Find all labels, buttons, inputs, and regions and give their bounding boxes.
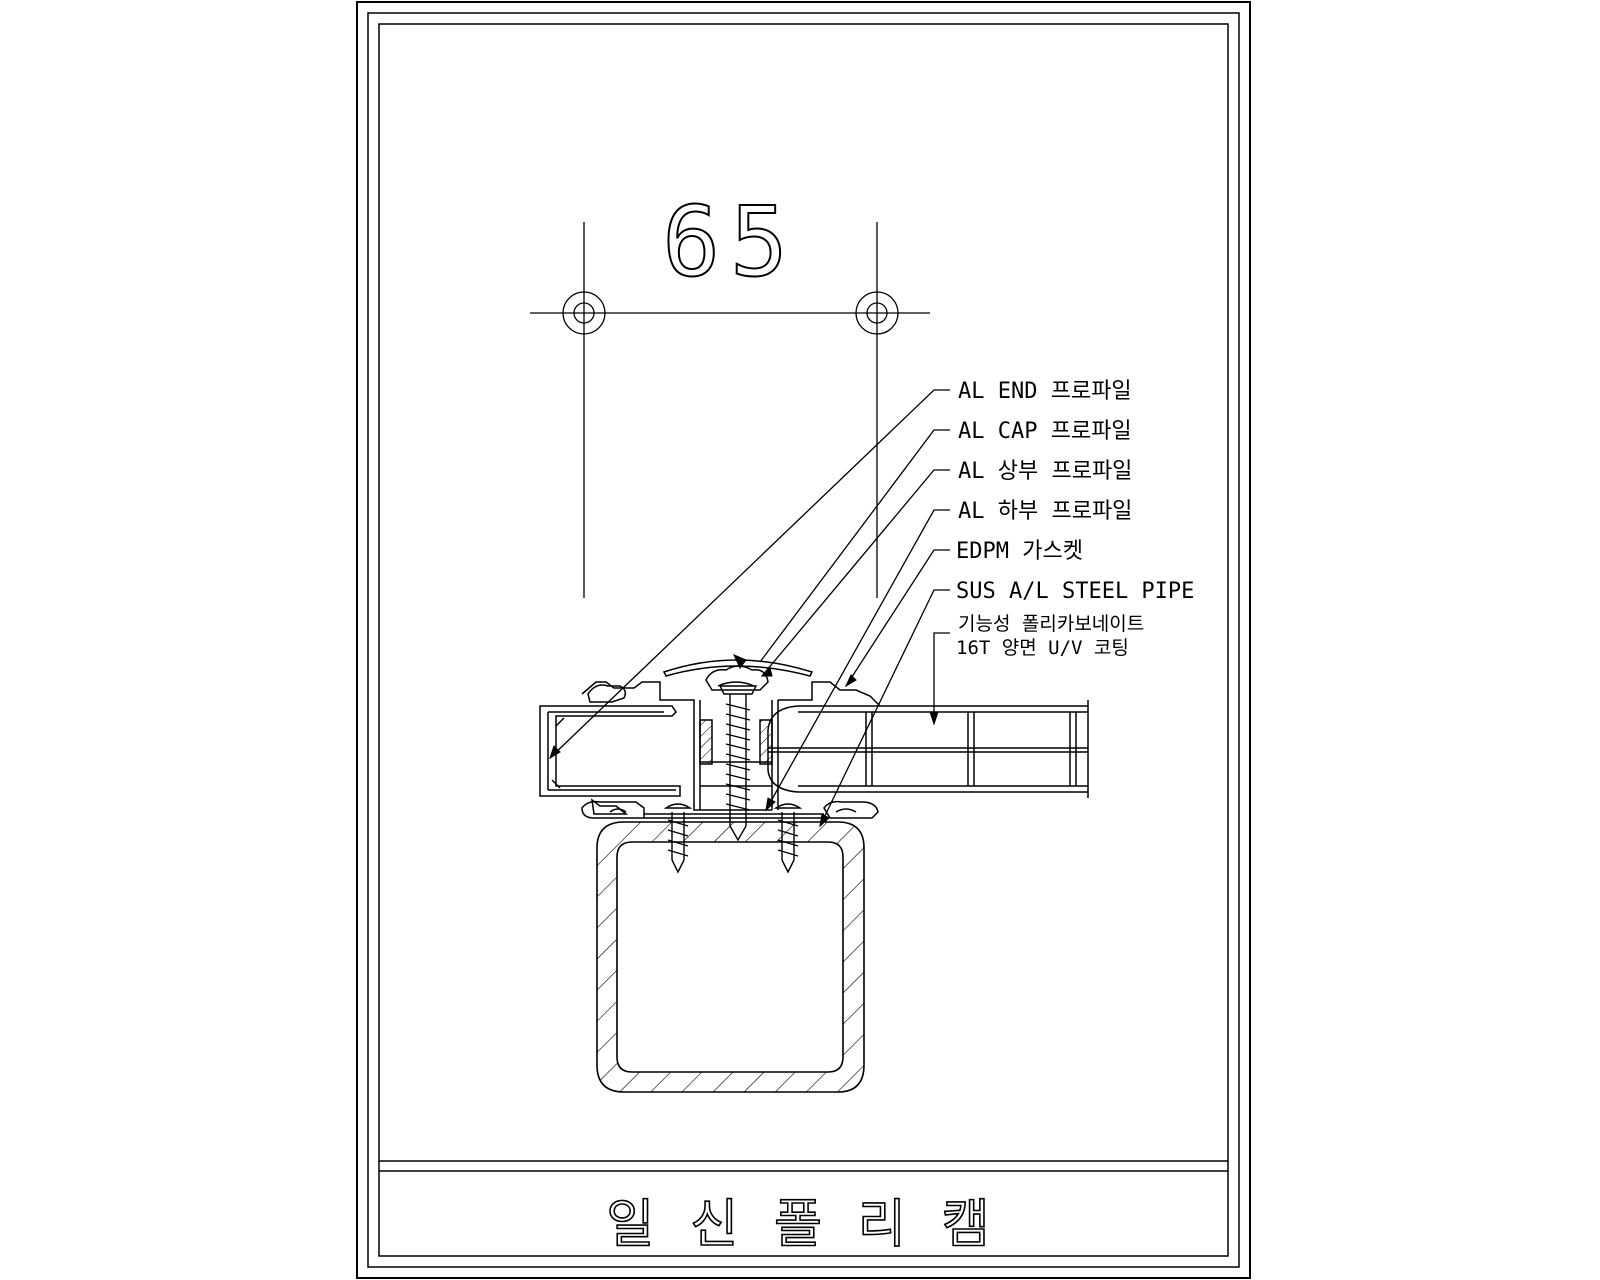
polycarbonate-sheet bbox=[767, 700, 1089, 798]
leader-lines bbox=[549, 389, 950, 827]
label-al-upper-profile: AL 상부 프로파일 bbox=[958, 459, 1132, 484]
al-upper-profile bbox=[581, 681, 881, 811]
al-end-profile bbox=[539, 684, 681, 815]
callout-labels: AL END 프로파일 AL CAP 프로파일 AL 상부 프로파일 AL 하부… bbox=[956, 379, 1194, 659]
grid-bubble-right bbox=[855, 291, 899, 335]
grid-bubble-left bbox=[562, 291, 606, 335]
title-block-company: 일신폴리캠 bbox=[606, 1195, 1025, 1255]
sheet-frame bbox=[356, 1, 1251, 1279]
label-steel-pipe: SUS A/L STEEL PIPE bbox=[956, 579, 1194, 604]
label-al-lower-profile: AL 하부 프로파일 bbox=[958, 499, 1132, 524]
label-al-end-profile: AL END 프로파일 bbox=[958, 379, 1132, 404]
dimension-grid bbox=[530, 222, 930, 598]
dimension-value: 65 bbox=[662, 186, 798, 298]
al-cap-profile bbox=[662, 659, 814, 691]
tek-screws bbox=[663, 685, 803, 874]
leader-arrowheads bbox=[549, 654, 939, 828]
label-polycarbonate-spec: 16T 양면 U/V 코팅 bbox=[956, 637, 1129, 659]
label-polycarbonate: 기능성 폴리카보네이트 bbox=[958, 613, 1144, 635]
steel-pipe bbox=[596, 821, 865, 1093]
label-edpm-gasket: EDPM 가스켓 bbox=[956, 539, 1083, 564]
label-al-cap-profile: AL CAP 프로파일 bbox=[958, 419, 1132, 444]
